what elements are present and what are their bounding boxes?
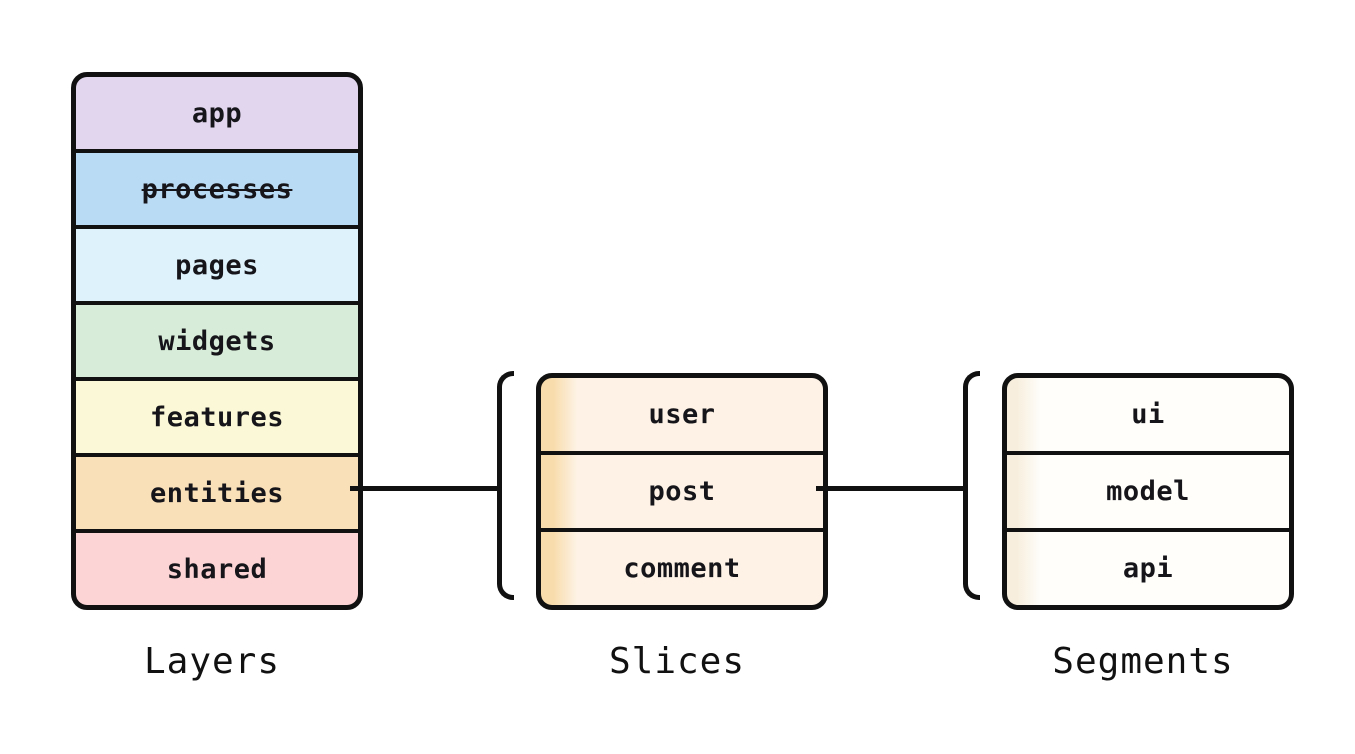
slice-row-post: post [541, 455, 823, 528]
layer-row-entities: entities [76, 457, 358, 529]
segment-row-api: api [1007, 532, 1289, 605]
segment-label-model: model [1106, 476, 1190, 507]
layers-stack: app processes pages widgets features ent… [71, 72, 363, 610]
connector-slices-to-segments [816, 486, 966, 491]
segment-label-api: api [1122, 553, 1174, 584]
layer-label-app: app [191, 97, 243, 129]
layer-label-features: features [149, 401, 285, 433]
segments-caption: Segments [1052, 641, 1234, 682]
slice-label-post: post [648, 476, 716, 507]
layers-caption: Layers [143, 641, 281, 682]
slice-label-comment: comment [623, 553, 741, 584]
layer-row-shared: shared [76, 533, 358, 605]
slices-caption: Slices [608, 641, 746, 682]
segment-label-ui: ui [1131, 399, 1165, 430]
segments-box: ui model api [1002, 373, 1294, 610]
layer-label-shared: shared [166, 553, 268, 585]
segment-row-model: model [1007, 455, 1289, 528]
slices-box: user post comment [536, 373, 828, 610]
layer-row-pages: pages [76, 229, 358, 301]
segments-bracket [963, 371, 980, 600]
layer-label-pages: pages [175, 249, 259, 281]
connector-entities-to-slices [350, 486, 500, 491]
layer-label-processes: processes [141, 173, 293, 205]
layer-row-features: features [76, 381, 358, 453]
slice-row-user: user [541, 378, 823, 451]
slice-label-user: user [648, 399, 716, 430]
layer-label-entities: entities [149, 477, 285, 509]
layer-row-app: app [76, 77, 358, 149]
slice-row-comment: comment [541, 532, 823, 605]
layer-row-processes: processes [76, 153, 358, 225]
layer-row-widgets: widgets [76, 305, 358, 377]
layer-label-widgets: widgets [158, 325, 276, 357]
segment-row-ui: ui [1007, 378, 1289, 451]
slices-bracket [497, 371, 514, 600]
